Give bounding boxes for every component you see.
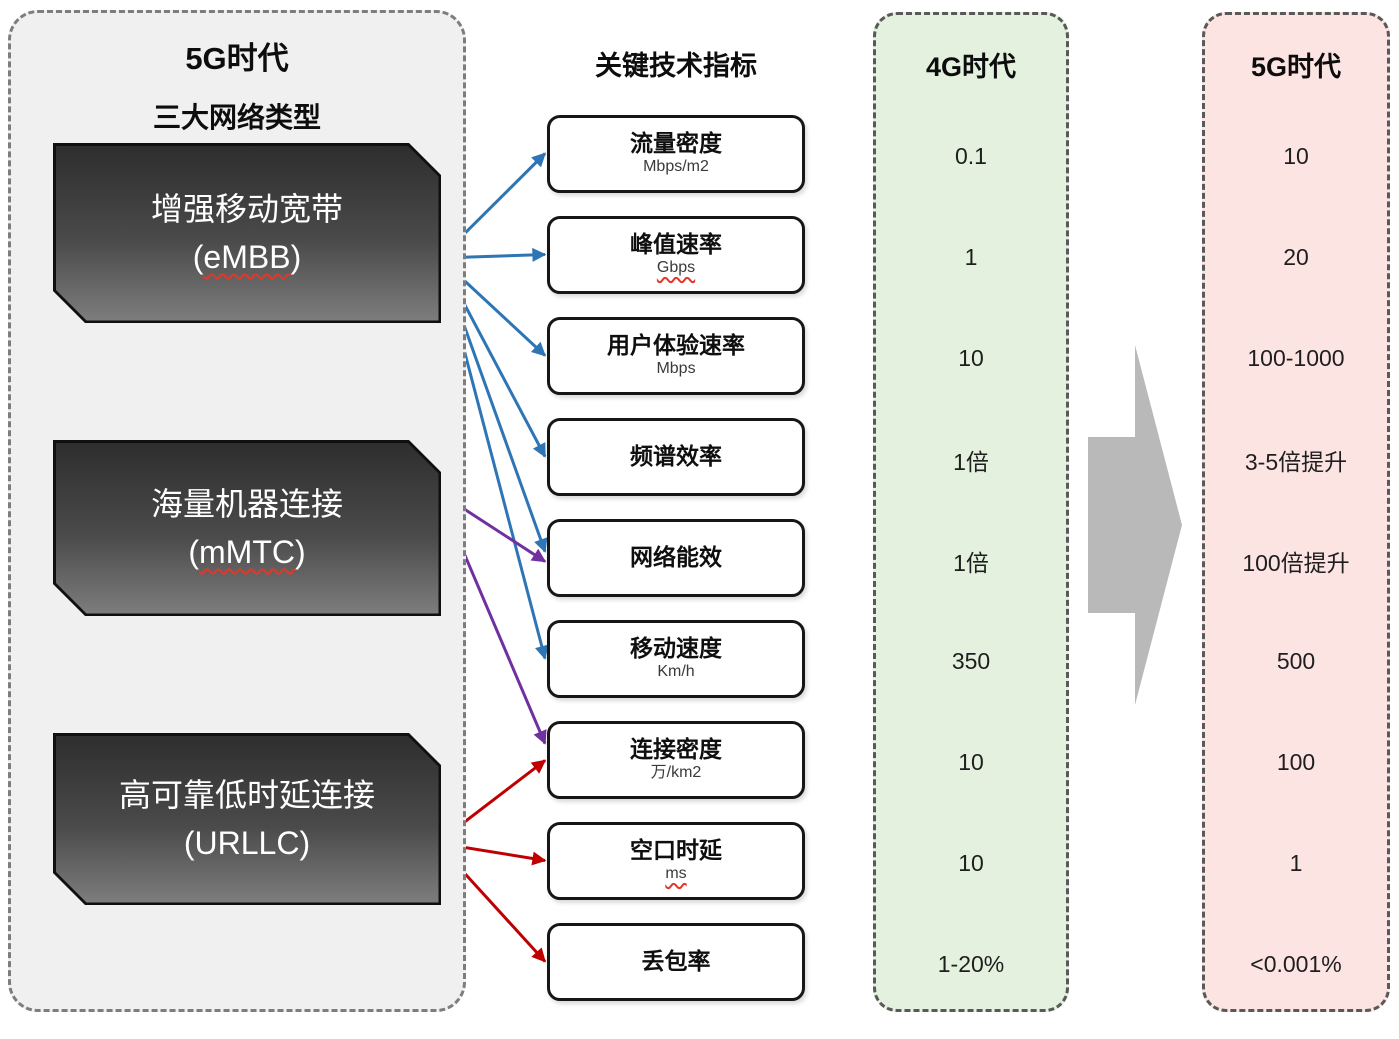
col-4g-value-5: 1倍	[953, 549, 989, 576]
metric-label: 移动速度	[630, 635, 722, 662]
col-5g-value-3: 100-1000	[1247, 345, 1345, 371]
metric-unit: Km/h	[657, 662, 695, 680]
paren-open: (	[183, 825, 195, 861]
col-4g-value-2: 1	[964, 244, 978, 270]
metric-label: 空口时延	[630, 837, 722, 864]
column-4g-header: 4G时代	[925, 52, 1017, 82]
col-5g-value-5: 100倍提升	[1242, 549, 1350, 576]
network-box-urllc-fill: 高可靠低时延连接 (URLLC)	[56, 736, 439, 903]
metric-unit: Mbps/m2	[643, 157, 709, 175]
transition-arrow-icon	[1088, 345, 1182, 705]
metric-label: 网络能效	[630, 544, 722, 571]
network-abbr: (URLLC)	[184, 819, 310, 867]
metric-box-5: 网络能效	[547, 518, 805, 597]
metric-unit: Gbps	[656, 258, 696, 276]
paren-close: )	[290, 239, 302, 275]
paren-close: )	[299, 825, 311, 861]
metric-unit: ms	[665, 864, 687, 882]
metric-box-9: 丢包率	[547, 922, 805, 1001]
panel-subtitle: 三大网络类型	[152, 102, 321, 133]
col-5g-value-6: 500	[1276, 648, 1316, 674]
paren-open: (	[192, 239, 204, 275]
column-5g-header: 5G时代	[1250, 52, 1342, 82]
network-box-urllc: 高可靠低时延连接 (URLLC)	[53, 733, 441, 905]
panel-title: 5G时代	[185, 41, 289, 76]
col-4g-value-8: 10	[958, 850, 984, 876]
col-5g-value-9: <0.001%	[1250, 951, 1342, 977]
metric-label: 流量密度	[630, 130, 722, 157]
network-abbr: (eMBB)	[193, 233, 301, 281]
network-name: 增强移动宽带	[150, 191, 343, 227]
col-4g-value-3: 10	[958, 345, 984, 371]
network-box-embb-fill: 增强移动宽带 (eMBB)	[56, 146, 439, 321]
col-5g-value-7: 100	[1276, 749, 1316, 775]
metric-box-7: 连接密度万/km2	[547, 720, 805, 799]
col-4g-value-1: 0.1	[955, 143, 987, 169]
network-box-embb: 增强移动宽带 (eMBB)	[53, 143, 441, 323]
metric-unit: 万/km2	[650, 763, 702, 781]
metric-label: 峰值速率	[630, 231, 722, 258]
abbr-text: URLLC	[194, 825, 300, 861]
network-name: 海量机器连接	[150, 486, 343, 522]
abbr-text: mMTC	[199, 534, 295, 570]
col-5g-value-2: 20	[1283, 244, 1309, 270]
col-4g-value-9: 1-20%	[937, 951, 1005, 977]
metrics-header: 关键技术指标	[595, 51, 757, 81]
col-4g-value-7: 10	[958, 749, 984, 775]
metric-label: 丢包率	[641, 948, 711, 975]
abbr-text: eMBB	[203, 239, 291, 275]
network-box-mmtc-fill: 海量机器连接 (mMTC)	[56, 443, 439, 614]
col-4g-value-6: 350	[951, 648, 991, 674]
network-types-panel: 5G时代 三大网络类型 增强移动宽带 (eMBB) 海量机器连接 (mMTC) …	[8, 10, 466, 1012]
metric-box-4: 频谱效率	[547, 417, 805, 496]
col-4g-value-4: 1倍	[953, 448, 989, 475]
metric-label: 用户体验速率	[607, 332, 745, 359]
metric-label: 连接密度	[630, 736, 722, 763]
paren-open: (	[188, 534, 200, 570]
col-5g-value-4: 3-5倍提升	[1244, 448, 1348, 475]
col-5g-value-1: 10	[1283, 143, 1309, 169]
column-4g: 4G时代 0.1 1 10 1倍 1倍 350 10 10 1-20%	[873, 12, 1069, 1012]
metric-unit: Mbps	[656, 359, 696, 377]
network-name: 高可靠低时延连接	[118, 777, 375, 813]
paren-close: )	[294, 534, 306, 570]
col-5g-value-8: 1	[1289, 850, 1303, 876]
column-5g: 5G时代 10 20 100-1000 3-5倍提升 100倍提升 500 100 1 <0.0…	[1202, 12, 1390, 1012]
network-abbr: (mMTC)	[188, 528, 305, 576]
network-box-mmtc: 海量机器连接 (mMTC)	[53, 440, 441, 616]
metric-label: 频谱效率	[630, 443, 722, 470]
